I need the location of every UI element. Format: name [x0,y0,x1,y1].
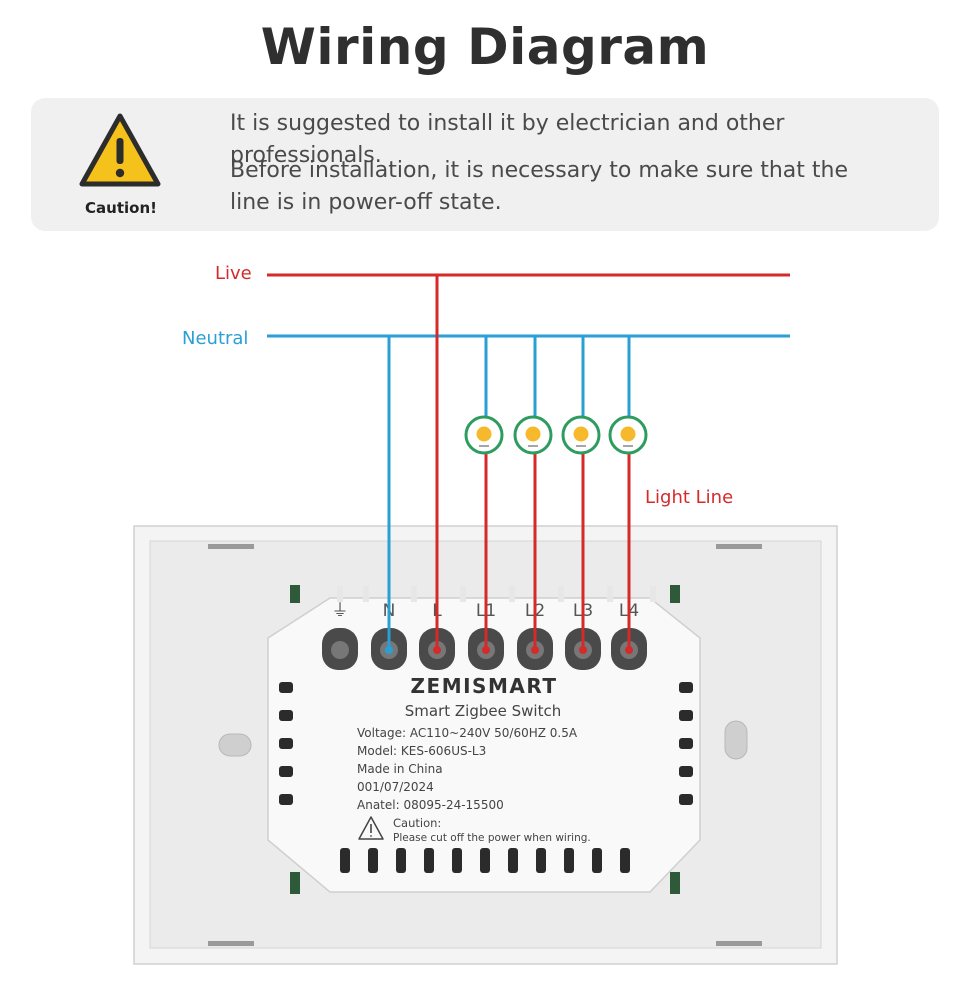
wire-endpoints [385,646,633,654]
live-label: Live [215,263,252,284]
light-bulb-icon [561,415,601,455]
device-origin: Made in China [357,762,443,776]
device-caution-text: Please cut off the power when wiring. [393,832,591,844]
switch-back-plate [133,525,838,965]
device-voltage: Voltage: AC110~240V 50/60HZ 0.5A [357,726,578,740]
caution-text-line-1: It is suggested to install it by electri… [230,111,785,168]
device-model: Model: KES-606US-L3 [357,744,486,758]
wiring-diagram: Live Neutral Light Line [133,263,838,965]
terminal-screw [322,628,358,670]
terminal-label-ground: ⏚ [332,601,349,621]
light-bulb-icon [464,415,504,455]
page-title: Wiring Diagram [260,18,710,76]
caution-panel: Caution! It is suggested to install it b… [31,98,939,231]
device-name: Smart Zigbee Switch [405,702,561,720]
light-line-label: Light Line [645,487,733,508]
caution-label: Caution! [85,199,157,217]
warning-triangle-icon [79,113,161,187]
device-warning-icon [358,816,384,840]
device-date: 001/07/2024 [357,780,434,794]
device-anatel: Anatel: 08095-24-15500 [357,798,504,812]
caution-text-line-2: Before installation, it is necessary to … [230,158,848,215]
device-caution-title: Caution: [393,816,441,830]
switch-housing [267,586,701,893]
brand-logo: ZEMISMART [411,674,558,698]
neutral-label: Neutral [182,328,248,349]
light-bulb-icon [608,415,648,455]
light-bulb-icon [513,415,553,455]
